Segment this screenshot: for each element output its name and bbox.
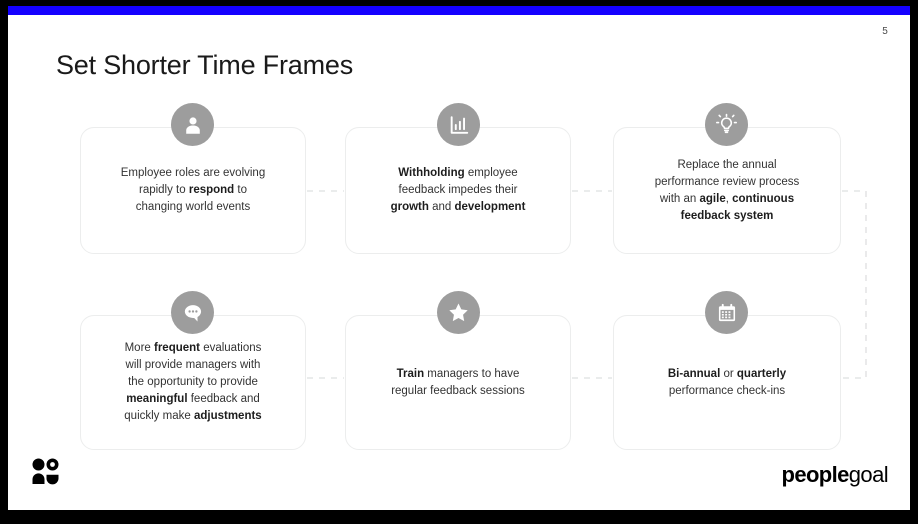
people-logo-icon xyxy=(30,458,60,486)
star-icon xyxy=(437,291,480,334)
page-number: 5 xyxy=(882,26,888,37)
person-icon xyxy=(171,103,214,146)
wordmark-light: goal xyxy=(848,462,889,487)
top-accent-bar xyxy=(8,6,910,15)
peoplegoal-wordmark: peoplegoal xyxy=(781,462,888,488)
page-title: Set Shorter Time Frames xyxy=(56,50,353,80)
lightbulb-icon xyxy=(705,103,748,146)
bar-chart-icon xyxy=(437,103,480,146)
slide-frame: 5 Set Shorter Time Frames Employee roles… xyxy=(8,6,910,510)
wordmark-bold: people xyxy=(781,462,849,487)
connector-card3-card6 xyxy=(842,190,867,379)
speech-bubble-icon xyxy=(171,291,214,334)
calendar-icon xyxy=(705,291,748,334)
